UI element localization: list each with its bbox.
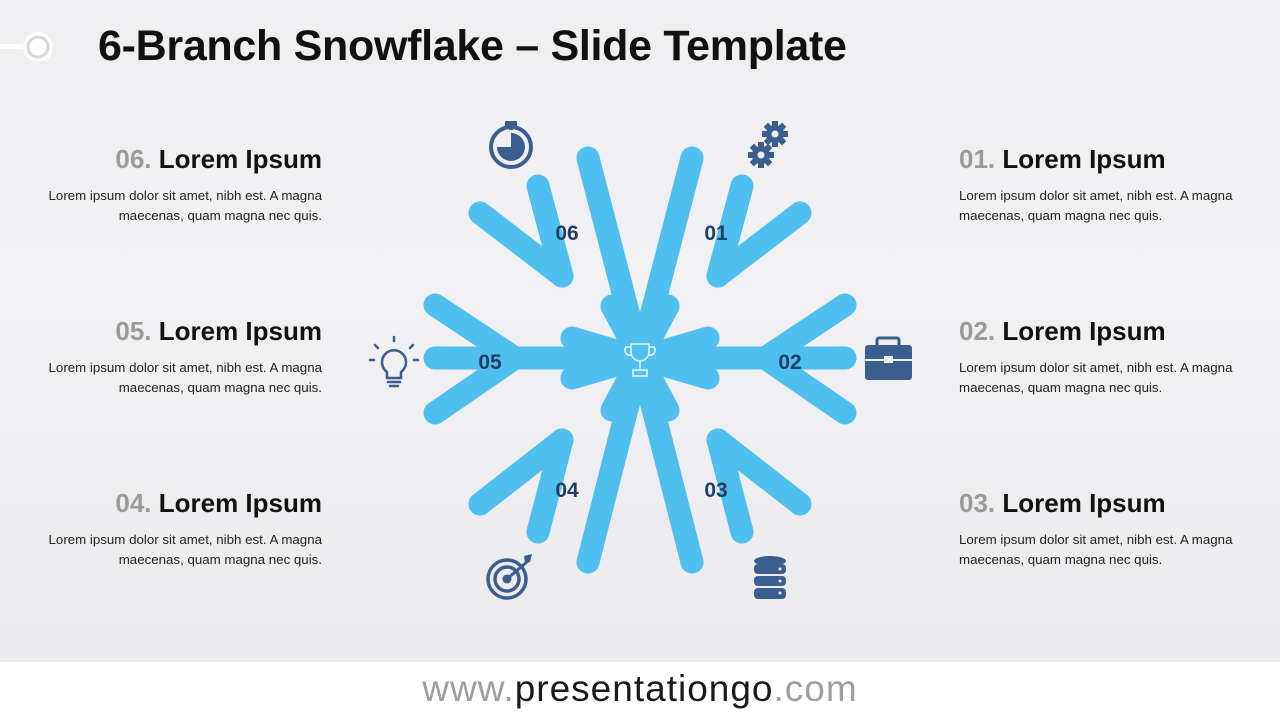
item-04-heading: 04. Lorem Ipsum — [22, 488, 322, 518]
item-01-number: 01. — [959, 144, 996, 174]
branch-label-04: 04 — [555, 479, 579, 502]
item-05: 05. Lorem Ipsum Lorem ipsum dolor sit am… — [22, 316, 322, 398]
footer-bar — [0, 662, 1280, 720]
target-icon — [486, 554, 532, 600]
footer-url[interactable]: www.presentationgo.com — [0, 668, 1280, 710]
footer-url-www: www. — [422, 668, 515, 709]
item-03-heading: 03. Lorem Ipsum — [959, 488, 1259, 518]
item-05-number: 05. — [115, 316, 152, 346]
trophy-icon — [624, 343, 656, 377]
item-02-number: 02. — [959, 316, 996, 346]
item-06-description: Lorem ipsum dolor sit amet, nibh est. A … — [48, 188, 322, 223]
item-06-heading: 06. Lorem Ipsum — [22, 144, 322, 174]
item-04-title: Lorem Ipsum — [158, 488, 322, 518]
branch-label-03: 03 — [704, 479, 727, 502]
branch-label-06: 06 — [555, 222, 578, 245]
item-01-description: Lorem ipsum dolor sit amet, nibh est. A … — [959, 188, 1233, 223]
lightbulb-icon — [368, 335, 420, 388]
item-01-title: Lorem Ipsum — [1002, 144, 1166, 174]
item-01-heading: 01. Lorem Ipsum — [959, 144, 1259, 174]
branch-label-01: 01 — [704, 222, 728, 245]
item-03-title: Lorem Ipsum — [1002, 488, 1166, 518]
item-06-title: Lorem Ipsum — [158, 144, 322, 174]
item-05-description: Lorem ipsum dolor sit amet, nibh est. A … — [48, 360, 322, 395]
item-02-description: Lorem ipsum dolor sit amet, nibh est. A … — [959, 360, 1233, 395]
item-04: 04. Lorem Ipsum Lorem ipsum dolor sit am… — [22, 488, 322, 570]
gears-icon — [748, 121, 788, 168]
item-03: 03. Lorem Ipsum Lorem ipsum dolor sit am… — [959, 488, 1259, 570]
footer-url-domain: presentationgo — [514, 668, 774, 709]
item-06: 06. Lorem Ipsum Lorem ipsum dolor sit am… — [22, 144, 322, 226]
footer-url-com: .com — [773, 668, 858, 709]
branch-label-05: 05 — [478, 351, 502, 374]
snowflake-shape — [423, 146, 857, 574]
item-04-number: 04. — [115, 488, 152, 518]
item-03-number: 03. — [959, 488, 996, 518]
item-06-number: 06. — [115, 144, 152, 174]
database-icon — [754, 556, 786, 599]
item-01: 01. Lorem Ipsum Lorem ipsum dolor sit am… — [959, 144, 1259, 226]
item-03-description: Lorem ipsum dolor sit amet, nibh est. A … — [959, 532, 1233, 567]
item-05-heading: 05. Lorem Ipsum — [22, 316, 322, 346]
item-02: 02. Lorem Ipsum Lorem ipsum dolor sit am… — [959, 316, 1259, 398]
item-02-title: Lorem Ipsum — [1002, 316, 1166, 346]
snowflake-diagram: 01 02 03 04 05 06 — [368, 121, 912, 600]
item-02-heading: 02. Lorem Ipsum — [959, 316, 1259, 346]
page-title: 6-Branch Snowflake – Slide Template — [98, 22, 847, 70]
item-05-title: Lorem Ipsum — [158, 316, 322, 346]
item-04-description: Lorem ipsum dolor sit amet, nibh est. A … — [48, 532, 322, 567]
stopwatch-icon — [489, 121, 533, 169]
logo-icon — [0, 32, 53, 62]
branch-label-02: 02 — [778, 351, 801, 374]
briefcase-icon — [865, 336, 912, 380]
